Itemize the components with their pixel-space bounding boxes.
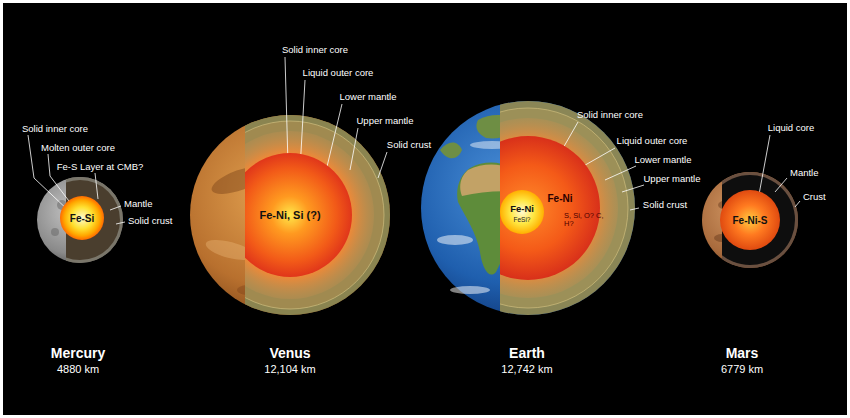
leader-line — [378, 152, 387, 178]
leader-line — [350, 128, 358, 170]
layer-label: Solid inner core — [282, 45, 348, 56]
venus-lower-mantle — [245, 131, 374, 299]
layer-label: Lower mantle — [634, 155, 691, 166]
venus-crust — [245, 115, 390, 315]
planet-name: Earth — [509, 345, 545, 361]
layer-label: Mantle — [790, 168, 819, 179]
mars-mantle — [722, 175, 795, 265]
earth-lower-mantle — [500, 118, 618, 298]
layer-label: Liquid outer core — [617, 136, 688, 147]
mercury-crust — [66, 177, 123, 263]
core-composition: Fe-Ni-S — [733, 215, 768, 226]
layer-label: Lower mantle — [339, 92, 396, 103]
core-node: Fe-NiS, Si, O? C, H?Fe-NiFeSi? — [456, 136, 600, 280]
diameter-label: 12,742 km — [501, 363, 552, 376]
venus-cutaway — [245, 115, 390, 315]
core-node: Fe-NiFeSi? — [500, 190, 544, 234]
leader-line — [758, 135, 770, 200]
layer-label: Fe-S Layer at CMB? — [57, 162, 144, 173]
layer-label: Molten outer core — [41, 143, 115, 154]
core-node: Fe-Ni-S — [720, 190, 780, 250]
layer-label: Solid inner core — [22, 124, 88, 135]
layer-label: Solid crust — [128, 216, 172, 227]
leader-line — [605, 166, 636, 180]
layer-label: Solid crust — [643, 200, 687, 211]
leader-lines — [28, 57, 800, 224]
leader-line — [630, 208, 639, 210]
mercury-cutaway — [66, 177, 123, 263]
planet-illustration — [3, 3, 847, 415]
leader-line — [795, 201, 800, 207]
earth-surface — [421, 101, 635, 315]
leader-line — [325, 104, 342, 175]
earth-cutaway — [500, 101, 635, 315]
layer-label: Upper mantle — [643, 174, 700, 185]
layer-label: Solid inner core — [577, 110, 643, 121]
layer-label: Crust — [803, 192, 826, 203]
core-composition: Fe-Ni, Si (?) — [259, 209, 320, 221]
layer-label: Upper mantle — [356, 116, 413, 127]
diameter-label: 6779 km — [721, 363, 763, 376]
core-circle — [720, 190, 780, 250]
core-note: S, Si, O? C, H? — [564, 212, 604, 229]
core-composition: Fe-Si — [70, 213, 94, 224]
mars-cutaway — [722, 172, 798, 268]
mars-surface — [702, 172, 798, 268]
leader-line — [622, 185, 644, 192]
leader-line — [775, 178, 787, 192]
layer-label: Liquid outer core — [303, 68, 374, 79]
mars-crust — [722, 172, 798, 268]
earth-upper-mantle — [500, 108, 628, 308]
earth-crust — [500, 101, 635, 315]
mercury-surface — [37, 177, 123, 263]
core-circle — [500, 190, 544, 234]
diameter-label: 4880 km — [57, 363, 99, 376]
diameter-label: 12,104 km — [264, 363, 315, 376]
venus-surface — [190, 115, 390, 315]
cloud — [437, 235, 473, 245]
layer-label: Solid crust — [387, 140, 431, 151]
planet-name: Mars — [726, 345, 759, 361]
black-background: Solid inner coreMolten outer coreFe-S La… — [3, 3, 847, 415]
planet-name: Mercury — [51, 345, 105, 361]
planet-name: Venus — [269, 345, 310, 361]
core-circle — [60, 196, 104, 240]
crater — [51, 228, 59, 236]
cloud — [450, 286, 490, 294]
core-node: Fe-Ni, Si (?) — [228, 153, 352, 277]
core-composition: Fe-Ni — [548, 193, 573, 204]
continent — [440, 143, 462, 159]
leader-line — [95, 173, 98, 199]
core-node: Fe-Si — [60, 196, 104, 240]
venus-upper-mantle — [245, 121, 384, 309]
core-circle — [500, 136, 600, 280]
core-note: FeSi? — [514, 216, 531, 223]
mercury-mantle — [66, 180, 120, 260]
leader-line — [110, 206, 121, 210]
core-circle — [245, 153, 352, 277]
leader-line — [116, 222, 125, 224]
core-composition: Fe-Ni — [510, 204, 534, 214]
layer-label: Liquid core — [768, 123, 814, 134]
layer-label: Mantle — [124, 199, 153, 210]
